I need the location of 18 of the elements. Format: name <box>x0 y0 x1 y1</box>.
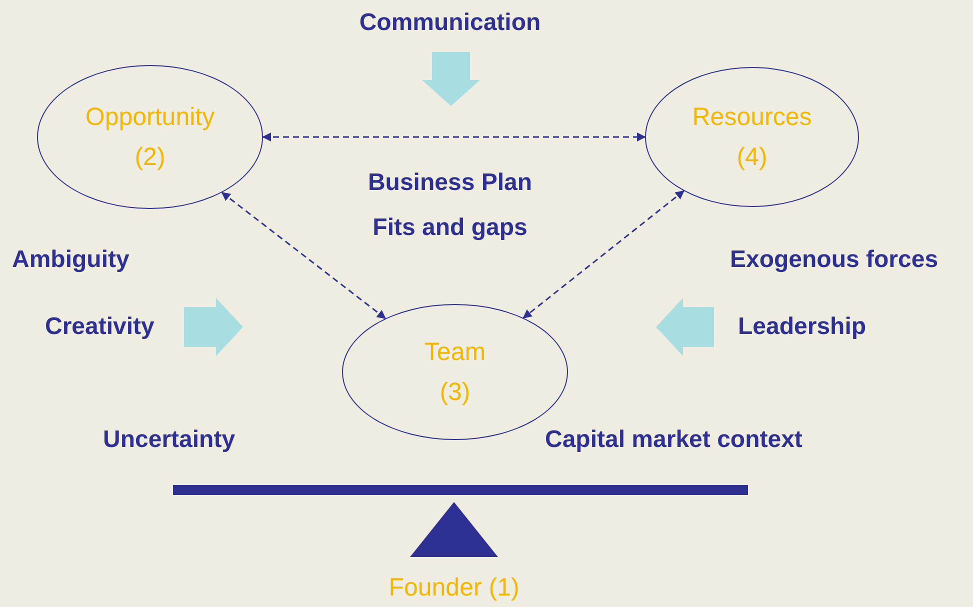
node-label: Resources (4) <box>692 102 812 173</box>
dashed-arrow <box>262 132 646 142</box>
node-label: Opportunity (2) <box>85 102 215 173</box>
ellipse-node <box>645 67 859 207</box>
factor-label: Communication <box>359 9 541 37</box>
dashed-arrow <box>221 192 386 319</box>
factor-label: Creativity <box>45 313 154 341</box>
factor-label: Exogenous forces <box>730 246 938 274</box>
factor-label: Fits and gaps <box>372 214 528 242</box>
dashed-arrow <box>522 190 684 318</box>
node-label: Team (3) <box>424 337 486 408</box>
factor-label: Leadership <box>738 313 866 341</box>
ellipse-node <box>37 65 263 209</box>
factor-label: Business Plan <box>368 169 532 197</box>
factor-label: Uncertainty <box>103 426 236 454</box>
caption-text: Founder (1) <box>388 574 520 602</box>
factor-label: Ambiguity <box>12 246 130 274</box>
factor-label: Capital market context <box>545 426 802 454</box>
